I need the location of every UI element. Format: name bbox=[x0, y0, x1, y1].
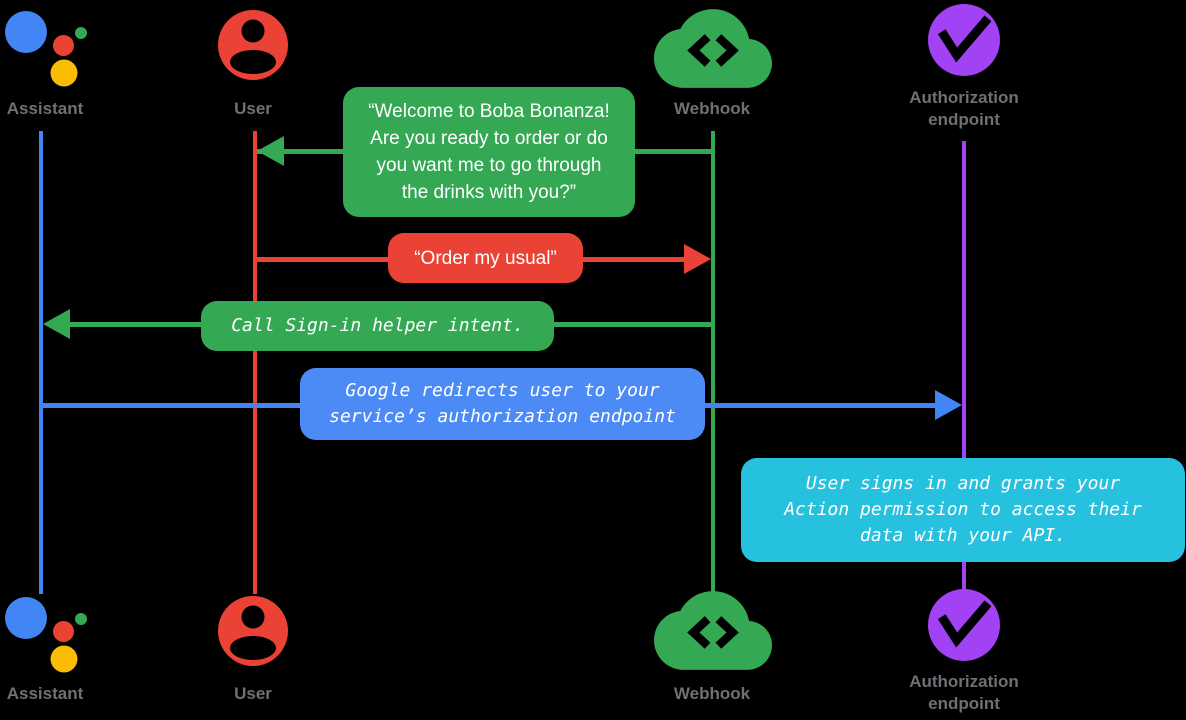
webhook-lifeline bbox=[711, 131, 715, 594]
user-icon bbox=[218, 10, 288, 80]
order-message-bubble: “Order my usual” bbox=[388, 233, 583, 283]
authorization-endpoint-icon bbox=[928, 589, 1000, 661]
authorization-endpoint-icon bbox=[928, 4, 1000, 76]
authorization-endpoint-label: Authorization endpoint bbox=[909, 88, 1019, 129]
webhook-label: Webhook bbox=[673, 99, 751, 118]
assistant-lifeline bbox=[39, 131, 43, 594]
assistant-icon bbox=[5, 11, 87, 87]
webhook-icon bbox=[654, 591, 772, 670]
arrowhead-left-icon bbox=[43, 309, 70, 339]
webhook-icon bbox=[654, 9, 772, 88]
user-lifeline bbox=[253, 131, 257, 594]
user-label: User bbox=[234, 684, 272, 703]
grant-note-bubble: User signs in and grants your Action per… bbox=[741, 458, 1185, 562]
assistant-label: Assistant bbox=[6, 99, 84, 118]
arrowhead-right-icon bbox=[935, 390, 962, 420]
authorization-endpoint-label: Authorization endpoint bbox=[909, 672, 1019, 713]
arrowhead-right-icon bbox=[684, 244, 711, 274]
assistant-icon bbox=[5, 597, 87, 673]
user-icon bbox=[218, 596, 288, 666]
signin-helper-bubble: Call Sign-in helper intent. bbox=[201, 301, 554, 351]
user-label: User bbox=[234, 99, 272, 118]
webhook-label: Webhook bbox=[673, 684, 751, 703]
arrowhead-left-icon bbox=[257, 136, 284, 166]
assistant-label: Assistant bbox=[6, 684, 84, 703]
welcome-message-bubble: “Welcome to Boba Bonanza! Are you ready … bbox=[343, 87, 635, 217]
redirect-message-bubble: Google redirects user to your service’s … bbox=[300, 368, 705, 440]
auth-endpoint-lifeline bbox=[962, 141, 966, 591]
